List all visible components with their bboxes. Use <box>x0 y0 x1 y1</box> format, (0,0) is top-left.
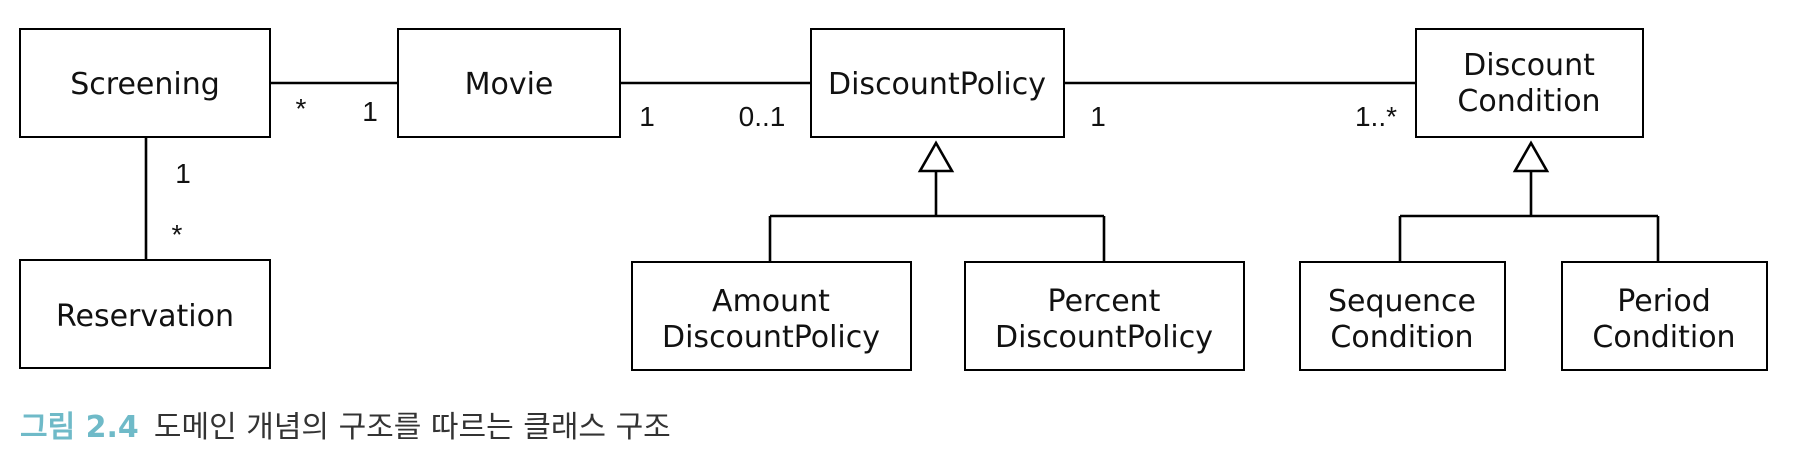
class-name-line-2: Condition <box>1330 320 1473 355</box>
generalization-discountpolicy <box>768 140 1106 262</box>
class-name-line-2: Condition <box>1457 84 1600 119</box>
generalization-discountcondition <box>1398 140 1660 262</box>
figure-caption-label: 그림 2.4 <box>20 410 139 445</box>
figure-caption-text: 도메인 개념의 구조를 따르는 클래스 구조 <box>154 410 671 445</box>
figure-caption: 그림 2.4 도메인 개념의 구조를 따르는 클래스 구조 <box>20 410 671 445</box>
multiplicity-label: 1 <box>175 158 191 189</box>
class-sequencecondition: Sequence Condition <box>1299 261 1506 371</box>
class-name-line-1: Sequence <box>1328 284 1476 319</box>
class-name-line-2: DiscountPolicy <box>995 320 1213 355</box>
class-screening: Screening <box>19 28 271 138</box>
class-discountpolicy: DiscountPolicy <box>810 28 1065 138</box>
inheritance-arrow-icon <box>1512 140 1550 173</box>
multiplicity-label: 1 <box>362 96 378 127</box>
class-movie: Movie <box>397 28 621 138</box>
class-name-line-1: Period <box>1617 284 1711 319</box>
multiplicity-label: 1 <box>639 101 655 132</box>
class-periodcondition: Period Condition <box>1561 261 1768 371</box>
class-reservation: Reservation <box>19 259 271 369</box>
multiplicity-label: 0..1 <box>739 101 786 132</box>
class-name-line-2: Condition <box>1592 320 1735 355</box>
class-name: Reservation <box>56 299 234 334</box>
multiplicity-label: * <box>296 93 307 124</box>
multiplicity-label: 1 <box>1090 101 1106 132</box>
class-name-line-1: Amount <box>712 284 830 319</box>
class-name: DiscountPolicy <box>828 67 1046 102</box>
class-name: Screening <box>70 67 220 102</box>
class-name-line-2: DiscountPolicy <box>662 320 880 355</box>
class-name-line-1: Percent <box>1048 284 1161 319</box>
class-name: Movie <box>465 67 554 102</box>
class-amountdiscountpolicy: Amount DiscountPolicy <box>631 261 912 371</box>
class-percentdiscountpolicy: Percent DiscountPolicy <box>964 261 1245 371</box>
multiplicity-label: 1..* <box>1355 101 1397 132</box>
multiplicity-label: * <box>172 219 183 250</box>
class-name-line-1: Discount <box>1463 48 1595 83</box>
inheritance-arrow-icon <box>917 140 955 173</box>
class-discountcondition: Discount Condition <box>1415 28 1644 138</box>
